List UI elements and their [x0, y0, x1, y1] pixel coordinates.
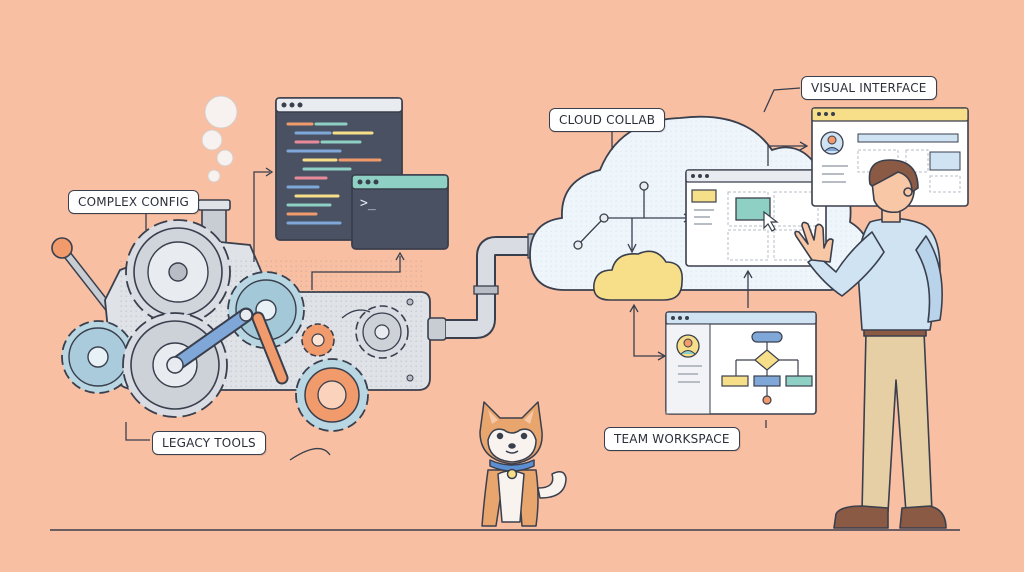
avatar-icon — [676, 334, 700, 358]
terminal-icon — [351, 174, 449, 250]
flowchart-icon — [721, 331, 813, 405]
gear-icon — [61, 320, 135, 394]
label-visual-interface: VISUAL INTERFACE — [801, 76, 937, 100]
label-cloud-collab: CLOUD COLLAB — [549, 108, 666, 132]
label-legacy-tools: LEGACY TOOLS — [152, 431, 266, 455]
gear-icon — [125, 219, 231, 325]
person-icon — [794, 159, 947, 529]
cursor-icon — [763, 210, 779, 232]
label-complex-config: COMPLEX CONFIG — [68, 190, 200, 214]
team-workspace-window — [665, 311, 817, 415]
legacy-machine — [51, 95, 447, 461]
smoke-icon — [201, 95, 238, 183]
crank-arm — [166, 307, 289, 385]
connector-arrows — [253, 167, 405, 290]
cloud-icon — [593, 250, 683, 301]
terminal-prompt: >_ — [360, 196, 376, 211]
visual-interface-window — [811, 107, 969, 207]
gear-icon — [227, 271, 305, 349]
avatar-icon — [820, 131, 844, 155]
cloud-app-window — [685, 169, 827, 267]
gear-icon — [301, 323, 335, 357]
dog-icon — [479, 401, 567, 527]
gear-icon — [295, 358, 369, 432]
gear-icon — [355, 305, 409, 359]
lever-icon — [51, 237, 117, 317]
label-team-workspace: TEAM WORKSPACE — [604, 427, 740, 451]
